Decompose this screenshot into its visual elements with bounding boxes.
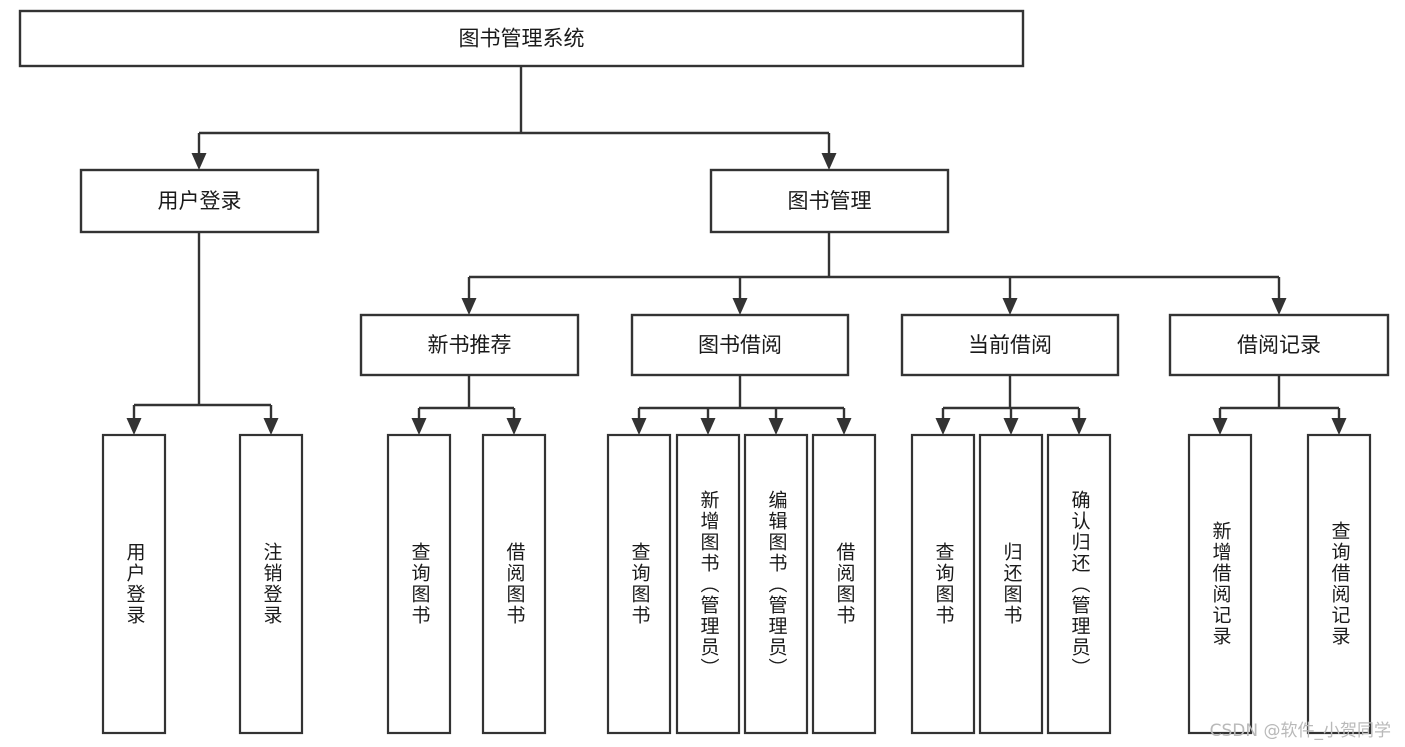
arrow-head-icon (191, 153, 207, 170)
root-node-0-box[interactable] (18, 9, 1025, 68)
connector-path (1218, 375, 1341, 419)
leaf-node-6-box[interactable] (743, 433, 809, 735)
leaf-node-10-box[interactable] (1046, 433, 1112, 735)
leaf-node-0-box[interactable] (101, 433, 167, 735)
arrow-head-icon (506, 418, 522, 435)
leaf-node-4-box[interactable] (606, 433, 672, 735)
arrow-head-icon (732, 298, 748, 315)
leaf-node-11-box[interactable] (1187, 433, 1253, 735)
level3-node-2-label: 当前借阅 (968, 333, 1052, 357)
watermark-text: CSDN @软件_小贺同学 (1209, 721, 1391, 741)
arrow-head-icon (700, 418, 716, 435)
level3-node-2-box[interactable] (900, 313, 1120, 377)
node-boxes (18, 9, 1390, 735)
connector-lines (126, 66, 1347, 435)
connector-path (132, 232, 273, 419)
connector-path (941, 375, 1081, 419)
arrow-head-icon (1212, 418, 1228, 435)
connector-path (637, 375, 846, 419)
leaf-node-2-box[interactable] (386, 433, 452, 735)
edge-group-borrow-to-leaves (637, 375, 846, 419)
connector-path (467, 232, 1281, 299)
level2-node-1-box[interactable] (709, 168, 950, 234)
arrow-head-icon (768, 418, 784, 435)
arrow-head-icon (1071, 418, 1087, 435)
leaf-node-7-box[interactable] (811, 433, 877, 735)
arrow-head-icon (821, 153, 837, 170)
leaf-node-5-box[interactable] (675, 433, 741, 735)
arrow-head-icon (1271, 298, 1287, 315)
level2-node-0-label: 用户登录 (158, 189, 242, 213)
leaf-node-12-box[interactable] (1306, 433, 1372, 735)
level3-node-0-box[interactable] (359, 313, 580, 377)
arrow-head-icon (263, 418, 279, 435)
edge-group-level2-books-to-level3 (467, 232, 1281, 299)
arrow-head-icon (836, 418, 852, 435)
edge-group-newbook-to-leaves (417, 375, 516, 419)
connector-path (417, 375, 516, 419)
edge-group-current-to-leaves (941, 375, 1081, 419)
arrow-head-icon (935, 418, 951, 435)
arrow-head-icon (461, 298, 477, 315)
arrow-head-icon (1003, 418, 1019, 435)
level3-node-1-label: 图书借阅 (698, 333, 782, 357)
level2-node-1-label: 图书管理 (788, 189, 872, 213)
level2-node-0-box[interactable] (79, 168, 320, 234)
arrow-head-icon (126, 418, 142, 435)
level3-node-3-box[interactable] (1168, 313, 1390, 377)
arrow-head-icon (631, 418, 647, 435)
leaf-node-9-box[interactable] (978, 433, 1044, 735)
root-node-0-label: 图书管理系统 (459, 27, 585, 51)
edge-group-record-to-leaves (1218, 375, 1341, 419)
connector-path (197, 66, 831, 154)
leaf-node-8-box[interactable] (910, 433, 976, 735)
leaf-node-1-box[interactable] (238, 433, 304, 735)
arrow-head-icon (1002, 298, 1018, 315)
level3-node-3-label: 借阅记录 (1237, 333, 1321, 357)
leaf-node-3-box[interactable] (481, 433, 547, 735)
edge-group-root-to-level2 (197, 66, 831, 154)
level3-node-1-box[interactable] (630, 313, 850, 377)
arrow-head-icon (1331, 418, 1347, 435)
arrow-head-icon (411, 418, 427, 435)
edge-group-level2-login-to-leaves (132, 232, 273, 419)
level3-node-0-label: 新书推荐 (428, 333, 512, 357)
